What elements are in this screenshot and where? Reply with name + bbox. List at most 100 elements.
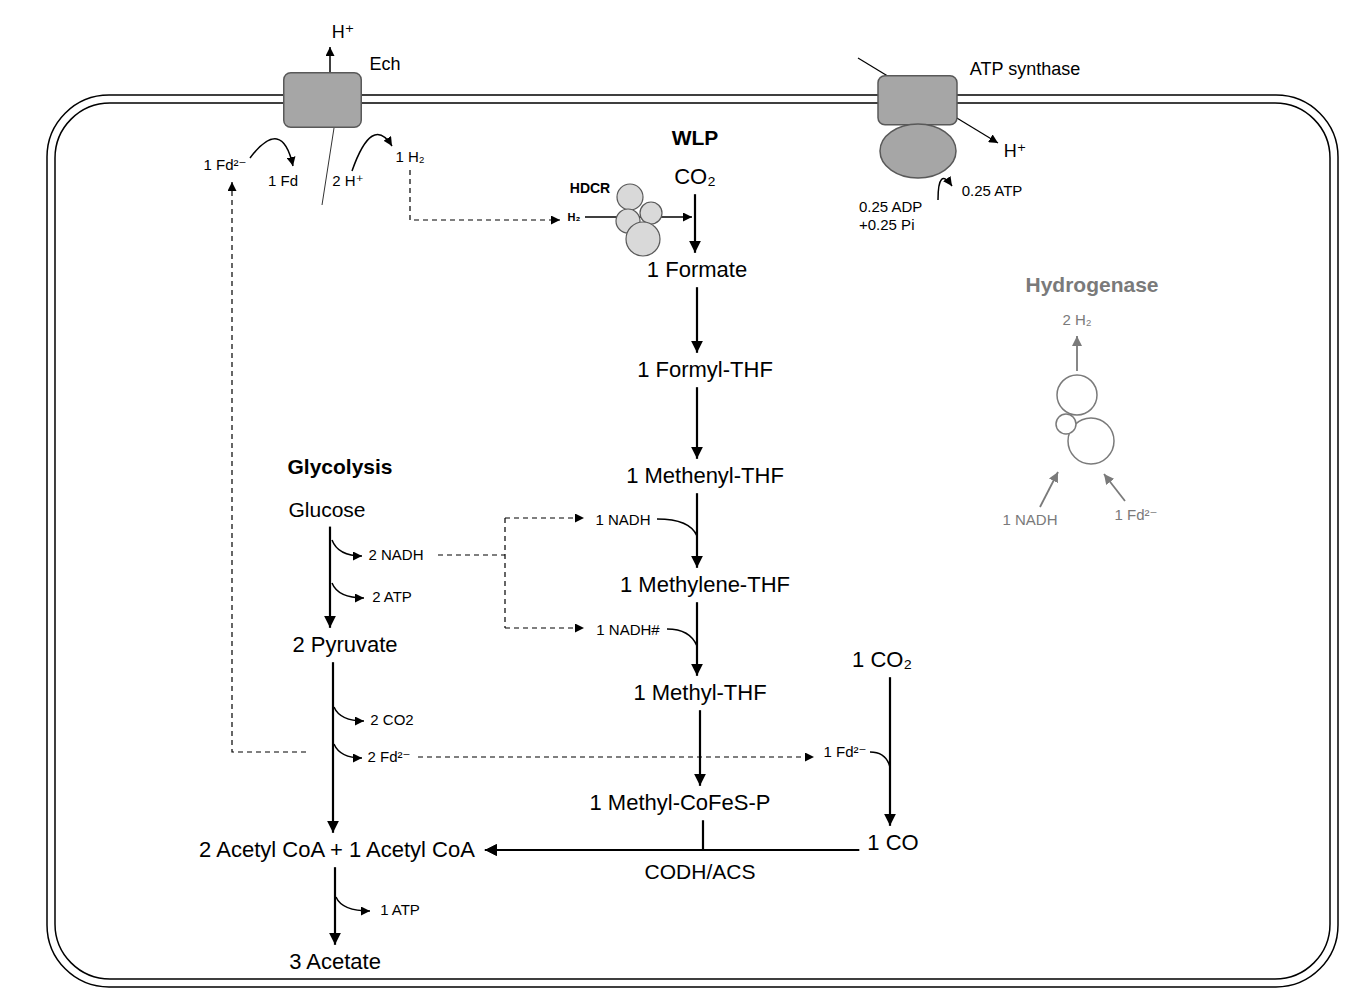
- side-arrow: [334, 707, 364, 721]
- cofactor-label: 2 Fd²⁻: [368, 748, 411, 766]
- dashed-transfer: [505, 517, 584, 518]
- reaction-arrow: [332, 662, 334, 833]
- label-holder: 1 Fd²⁻: [1115, 506, 1158, 524]
- metabolite-name: CO₂: [674, 164, 716, 190]
- reaction-arrow: [696, 287, 698, 353]
- metabolite: 2 Acetyl CoA + 1 Acetyl CoA: [195, 836, 479, 864]
- metabolite-name: 1 Methenyl-THF: [626, 463, 784, 489]
- ion-label: H⁺: [1004, 141, 1027, 163]
- metabolite: Glucose: [284, 496, 369, 523]
- label-holder: H₂: [568, 211, 581, 224]
- label-holder: 0.25 ADP +0.25 Pi: [859, 198, 935, 234]
- reaction-arrow: [696, 493, 698, 568]
- label-holder: 1 NADH: [1002, 511, 1057, 529]
- reaction-arrow: [329, 527, 331, 628]
- side-arrow: [332, 540, 362, 556]
- label-holder: 2 CO2: [370, 711, 413, 729]
- metabolite-name: 2 Pyruvate: [292, 632, 397, 658]
- cofactor-label: 2 NADH: [368, 546, 423, 564]
- cofactor-label: 1 NADH: [1002, 511, 1057, 529]
- label-holder: 1 NADH#: [596, 621, 659, 639]
- cofactor-label: 0.25 ATP: [962, 182, 1023, 200]
- reaction-arrow: [889, 677, 891, 826]
- ech-complex-outline: [283, 72, 362, 128]
- cofactor-label: 1 Fd: [268, 172, 298, 190]
- metabolite: 1 Formyl-THF: [633, 356, 777, 384]
- metabolite: 1 Formate: [643, 256, 751, 284]
- outline-part: [880, 124, 956, 178]
- label-holder: H⁺: [1004, 141, 1027, 163]
- outline-part: [640, 202, 662, 224]
- metabolite-name: 1 CO: [867, 830, 918, 856]
- cofactor-label: 1 NADH#: [596, 621, 659, 639]
- cofactor-label: 0.25 ADP +0.25 Pi: [859, 198, 935, 234]
- metabolite-name: 1 Formyl-THF: [637, 357, 773, 383]
- dashed-transfer: [418, 756, 814, 757]
- reaction-arrow: [696, 602, 698, 676]
- ion-label: 2 H⁺: [332, 172, 363, 190]
- label-holder: 1 Fd²⁻: [824, 743, 867, 761]
- reaction-arrow: [694, 194, 696, 253]
- label-holder: 2 H₂: [1062, 311, 1091, 329]
- enzyme-label: CODH/ACS: [645, 859, 756, 884]
- label-holder: 1 H₂: [395, 148, 424, 166]
- metabolite: 1 CO₂: [848, 646, 916, 674]
- reaction-arrow: [699, 710, 701, 786]
- outline-shape: [640, 202, 662, 224]
- cofactor-label: 2 CO2: [370, 711, 413, 729]
- cofactor-label: 1 Fd²⁻: [204, 156, 247, 174]
- atp-synthase: ATP synthase: [876, 75, 959, 179]
- cofactor-label: 2 H₂: [1062, 311, 1091, 329]
- ech-complex: Ech: [283, 72, 362, 128]
- cofactor-label: 2 ATP: [372, 588, 412, 606]
- outline-part: [1056, 414, 1076, 434]
- node-heading: Hydrogenase: [1025, 272, 1158, 297]
- label-holder: 0.25 ATP: [962, 182, 1023, 200]
- dashed-transfer: [505, 627, 584, 628]
- outline-shape: [1056, 414, 1076, 434]
- hdcr-complex-outline: [612, 183, 664, 258]
- outline-part: [1057, 375, 1097, 415]
- metabolite: 3 Acetate: [285, 948, 385, 976]
- metabolite: 1 Methylene-THF: [616, 571, 794, 599]
- node-heading: Ech: [369, 54, 400, 76]
- proton-arrow: [329, 47, 331, 72]
- metabolite-name: 3 Acetate: [289, 949, 381, 975]
- hydrogenase-outline: [1053, 372, 1117, 468]
- metabolite-name: 1 Methylene-THF: [620, 572, 790, 598]
- cofactor-label: 1 ATP: [380, 901, 420, 919]
- reaction-arrow: [334, 867, 336, 945]
- outline-shape: [878, 76, 957, 125]
- ferredoxin-arrow: [250, 139, 293, 166]
- metabolite: 1 Methenyl-THF: [622, 462, 788, 490]
- metabolite-name: 1 Formate: [647, 257, 747, 283]
- metabolite: 1 Methyl-THF: [629, 679, 770, 707]
- label-holder: WLP: [672, 125, 719, 150]
- label-holder: 2 ATP: [372, 588, 412, 606]
- label-holder: 1 ATP: [380, 901, 420, 919]
- hydrogenase-arrow: [1104, 474, 1125, 501]
- label-holder: 2 NADH: [368, 546, 423, 564]
- metabolite-name: 2 Acetyl CoA + 1 Acetyl CoA: [199, 837, 475, 863]
- cofactor-label: 1 Fd²⁻: [824, 743, 867, 761]
- label-holder: 2 H⁺: [332, 172, 363, 190]
- metabolite-name: Glucose: [288, 497, 365, 522]
- label-holder: 1 NADH: [595, 511, 650, 529]
- metabolite-name: 1 Methyl-CoFeS-P: [590, 790, 771, 816]
- node-heading: HDCR: [570, 180, 610, 197]
- membrane-line: [322, 128, 334, 205]
- label-holder: Glycolysis: [287, 454, 392, 479]
- outline-shape: [880, 124, 956, 178]
- cofactor-label: 1 Fd²⁻: [1115, 506, 1158, 524]
- outline-part: [878, 76, 957, 125]
- metabolite: 2 Pyruvate: [288, 631, 401, 659]
- outline-part: [626, 222, 660, 256]
- cofactor-label: H₂: [568, 211, 581, 224]
- node-heading: ATP synthase: [970, 59, 1080, 81]
- pathway-title: Glycolysis: [287, 454, 392, 479]
- reaction-arrow: [485, 820, 703, 850]
- metabolite: CO₂: [670, 163, 720, 191]
- cofactor-curve: [667, 629, 697, 646]
